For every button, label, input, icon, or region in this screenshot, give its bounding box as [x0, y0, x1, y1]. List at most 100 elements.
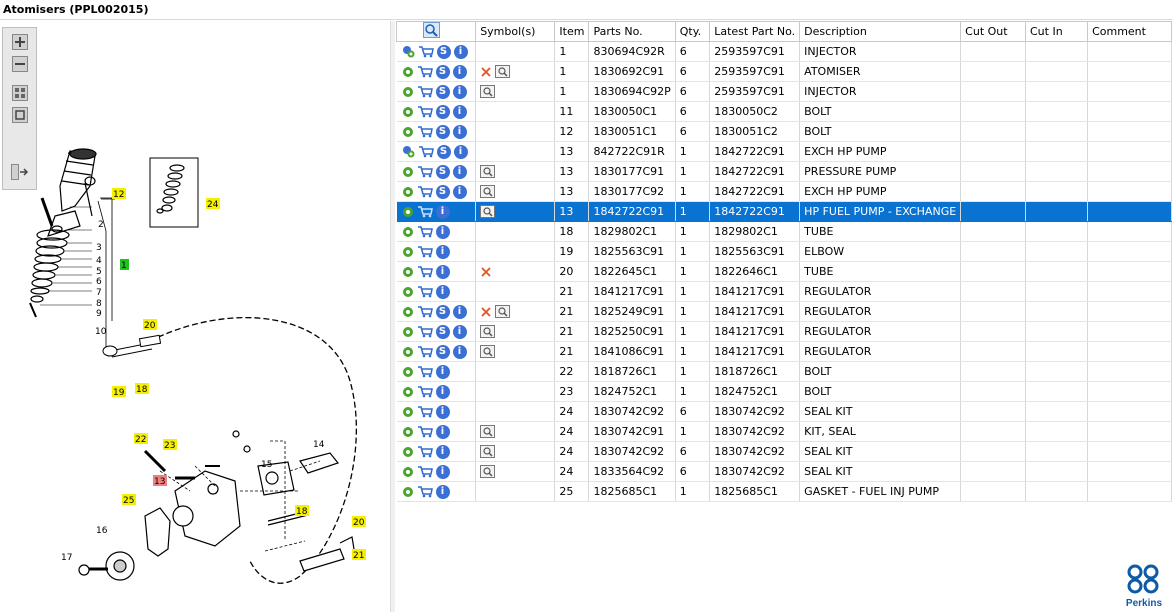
cart-icon[interactable] — [417, 185, 433, 198]
callout-label[interactable]: 12 — [113, 190, 124, 200]
column-header-description[interactable]: Description — [799, 21, 962, 42]
supersession-icon[interactable]: S — [435, 124, 450, 139]
cart-icon[interactable] — [417, 165, 433, 178]
gear-icon[interactable] — [402, 45, 415, 58]
cart-icon[interactable] — [417, 305, 433, 318]
callout-label[interactable]: 19 — [113, 388, 125, 398]
cart-icon[interactable] — [417, 385, 433, 398]
gear-icon[interactable] — [402, 145, 415, 158]
document-view-icon[interactable] — [480, 185, 496, 199]
supersession-icon[interactable]: S — [435, 164, 450, 179]
document-view-icon[interactable] — [480, 445, 496, 459]
callout-label[interactable]: 20 — [144, 321, 156, 331]
callout-label[interactable]: 13 — [154, 477, 165, 487]
pane-splitter[interactable] — [390, 21, 395, 612]
callout-badge[interactable] — [135, 383, 149, 394]
gear-icon[interactable] — [402, 226, 414, 238]
gear-icon[interactable] — [402, 246, 414, 258]
cart-icon[interactable] — [417, 485, 433, 498]
document-view-icon[interactable] — [480, 425, 496, 439]
zoom-in-icon[interactable] — [11, 33, 29, 51]
gear-icon[interactable] — [402, 346, 414, 358]
info-icon[interactable]: i — [435, 464, 450, 479]
supersession-icon[interactable]: S — [435, 304, 450, 319]
info-icon[interactable]: i — [435, 424, 450, 439]
gear-icon[interactable] — [402, 286, 414, 298]
info-icon[interactable]: i — [452, 164, 467, 179]
callout-badge[interactable] — [134, 433, 148, 444]
callout-badge[interactable] — [122, 494, 136, 505]
gear-icon[interactable] — [402, 406, 414, 418]
gear-icon[interactable] — [402, 86, 414, 98]
info-icon[interactable]: i — [452, 344, 467, 359]
document-view-icon[interactable] — [480, 345, 496, 359]
info-icon[interactable]: i — [453, 144, 468, 159]
callout-badge[interactable] — [112, 188, 126, 199]
callout-label[interactable]: 18 — [136, 385, 148, 395]
supersession-icon[interactable]: S — [435, 104, 450, 119]
supersession-icon[interactable]: S — [435, 324, 450, 339]
gear-icon[interactable] — [402, 306, 414, 318]
callout-badge[interactable] — [295, 505, 309, 516]
callout-badge[interactable] — [120, 259, 129, 270]
info-icon[interactable]: i — [435, 404, 450, 419]
info-icon[interactable]: i — [452, 124, 467, 139]
cart-icon[interactable] — [417, 405, 433, 418]
gear-icon[interactable] — [402, 186, 414, 198]
supersession-icon[interactable]: S — [435, 84, 450, 99]
column-header-actions[interactable] — [395, 21, 477, 42]
cart-icon[interactable] — [418, 145, 434, 158]
callout-badge[interactable] — [143, 319, 157, 330]
supersession-icon[interactable]: S — [435, 184, 450, 199]
info-icon[interactable]: i — [452, 184, 467, 199]
cart-icon[interactable] — [417, 445, 433, 458]
column-header-comment[interactable]: Comment — [1087, 21, 1172, 42]
document-view-icon[interactable] — [495, 65, 511, 79]
column-header-symbols[interactable]: Symbol(s) — [475, 21, 556, 42]
supersession-icon[interactable]: S — [435, 64, 450, 79]
callout-badge[interactable] — [352, 549, 366, 560]
callout-label[interactable]: 23 — [164, 441, 175, 451]
info-icon[interactable]: i — [452, 324, 467, 339]
info-icon[interactable]: i — [435, 384, 450, 399]
cart-icon[interactable] — [417, 265, 433, 278]
gear-icon[interactable] — [402, 126, 414, 138]
gear-icon[interactable] — [402, 106, 414, 118]
collapse-panel-icon[interactable] — [11, 163, 29, 181]
info-icon[interactable]: i — [452, 104, 467, 119]
cart-icon[interactable] — [417, 125, 433, 138]
column-header-cut-out[interactable]: Cut Out — [960, 21, 1026, 42]
gear-icon[interactable] — [402, 266, 414, 278]
cart-icon[interactable] — [417, 285, 433, 298]
gear-icon[interactable] — [402, 486, 414, 498]
document-view-icon[interactable] — [480, 85, 496, 99]
supersession-icon[interactable]: S — [435, 344, 450, 359]
gear-icon[interactable] — [402, 426, 414, 438]
fit-window-icon[interactable] — [11, 106, 29, 124]
fit-all-icon[interactable] — [11, 84, 29, 102]
info-icon[interactable]: i — [452, 304, 467, 319]
document-view-icon[interactable] — [480, 325, 496, 339]
gear-icon[interactable] — [402, 326, 414, 338]
cart-icon[interactable] — [417, 65, 433, 78]
info-icon[interactable]: i — [435, 224, 450, 239]
supersession-icon[interactable]: S — [436, 144, 451, 159]
callout-label[interactable]: 18 — [296, 507, 308, 517]
